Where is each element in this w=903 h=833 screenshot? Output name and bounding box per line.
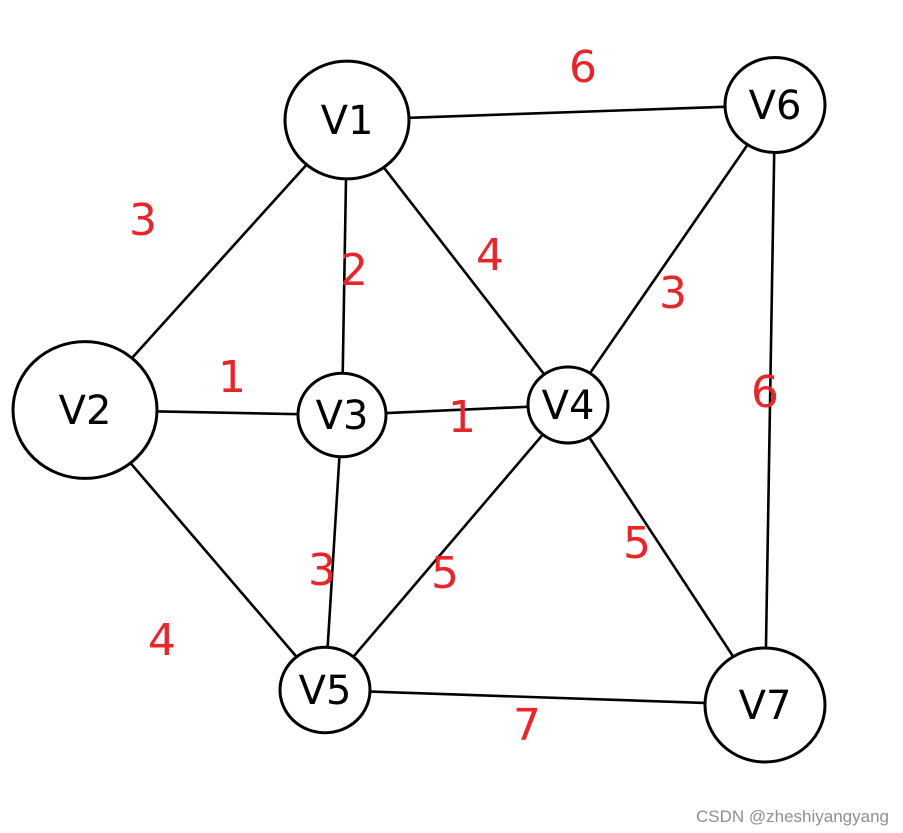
edge-weight-label: 1 <box>218 352 246 403</box>
node-v7: V7 <box>703 646 827 764</box>
edge-weight-label: 4 <box>476 230 504 281</box>
node-label: V7 <box>739 683 792 729</box>
node-circle <box>283 59 411 181</box>
node-label: V4 <box>542 383 595 429</box>
edge-weight-label: 3 <box>659 268 687 319</box>
edge-v6-v4 <box>566 103 777 407</box>
node-v5: V5 <box>278 645 372 735</box>
edge-weight-label: 5 <box>623 518 651 569</box>
edge-weight-label: 2 <box>340 245 368 296</box>
edge-weight-label: 4 <box>148 615 176 666</box>
node-circle <box>296 371 388 459</box>
node-circle <box>526 365 610 445</box>
node-label: V5 <box>299 668 352 714</box>
node-v1: V1 <box>283 59 411 181</box>
edge-v4-v5 <box>323 403 570 692</box>
node-circle <box>723 56 827 154</box>
edge-v3-v5 <box>323 413 344 692</box>
edge-weight-label: 6 <box>751 367 779 418</box>
edge-weight-label: 5 <box>431 548 459 599</box>
node-label: V6 <box>749 83 802 129</box>
edge-weight-label: 1 <box>448 392 476 443</box>
node-label: V1 <box>321 98 374 144</box>
node-v2: V2 <box>11 340 159 480</box>
node-circle <box>703 646 827 764</box>
node-label: V3 <box>316 393 369 439</box>
edge-weight-label: 6 <box>569 42 597 93</box>
node-v3: V3 <box>296 371 388 459</box>
edge-weight-label: 3 <box>308 545 336 596</box>
watermark: CSDN @zheshiyangyang <box>695 807 889 826</box>
edge-v1-v6 <box>345 103 777 122</box>
node-v6: V6 <box>723 56 827 154</box>
node-label: V2 <box>59 388 112 434</box>
node-v4: V4 <box>526 365 610 445</box>
node-circle <box>11 340 159 480</box>
edge-v6-v7 <box>763 103 777 707</box>
node-circle <box>278 645 372 735</box>
edge-v4-v7 <box>566 403 767 707</box>
edge-weight-label: 7 <box>513 700 541 751</box>
edge-weight-label: 3 <box>129 195 157 246</box>
edge-v5-v7 <box>323 688 767 707</box>
